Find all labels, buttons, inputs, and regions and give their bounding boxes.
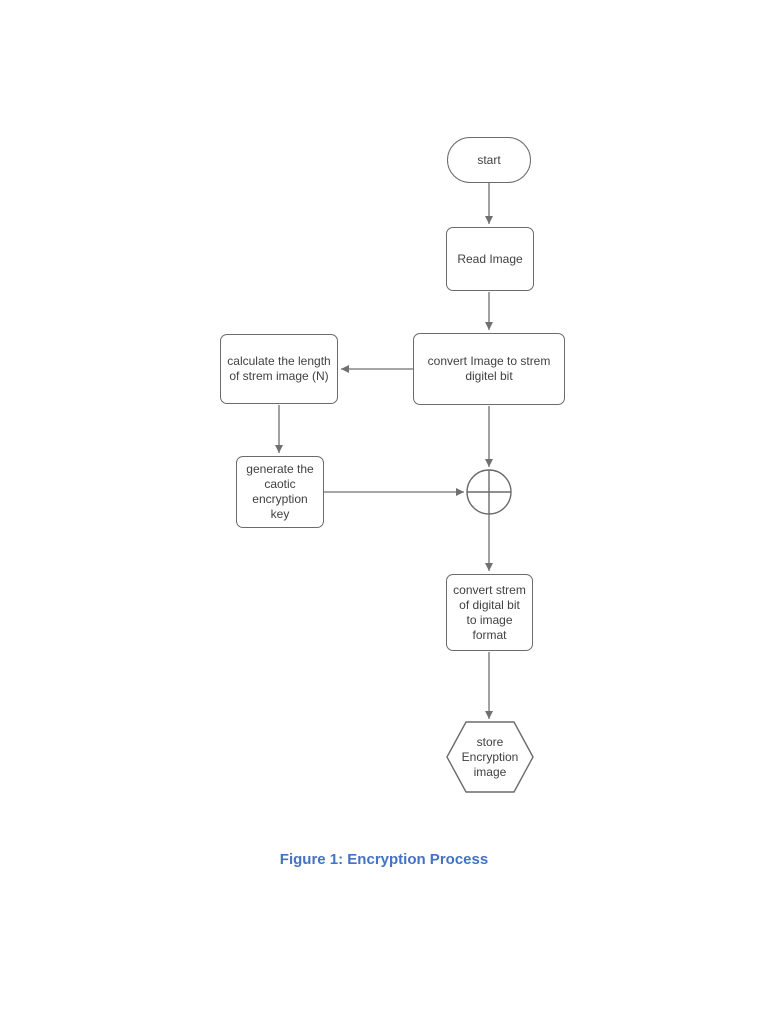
store-image-hexagon-shape (446, 721, 534, 793)
node-calculate-length-label: calculate the length of strem image (N) (227, 354, 331, 383)
node-convert-stream-to-image-label: convert strem of digital bit to image fo… (453, 582, 526, 642)
node-store-encryption-image: store Encryption image (447, 722, 533, 792)
node-generate-key-label: generate the caotic encryption key (246, 462, 314, 521)
figure-caption: Figure 1: Encryption Process (279, 851, 489, 868)
node-store-encryption-image-label: store Encryption image (461, 734, 519, 779)
node-calculate-length: calculate the length of strem image (N) (220, 334, 338, 404)
node-read-image: Read Image (446, 227, 534, 291)
node-start-label: start (477, 152, 501, 167)
xor-junction-node (466, 469, 512, 515)
node-read-image-label: Read Image (457, 251, 523, 266)
node-convert-stream-to-image: convert strem of digital bit to image fo… (446, 574, 533, 651)
node-generate-key: generate the caotic encryption key (236, 456, 324, 528)
node-start: start (447, 137, 531, 183)
node-convert-image-to-stream-label: convert Image to strem digitel bit (427, 354, 551, 383)
node-convert-image-to-stream: convert Image to strem digitel bit (413, 333, 565, 405)
